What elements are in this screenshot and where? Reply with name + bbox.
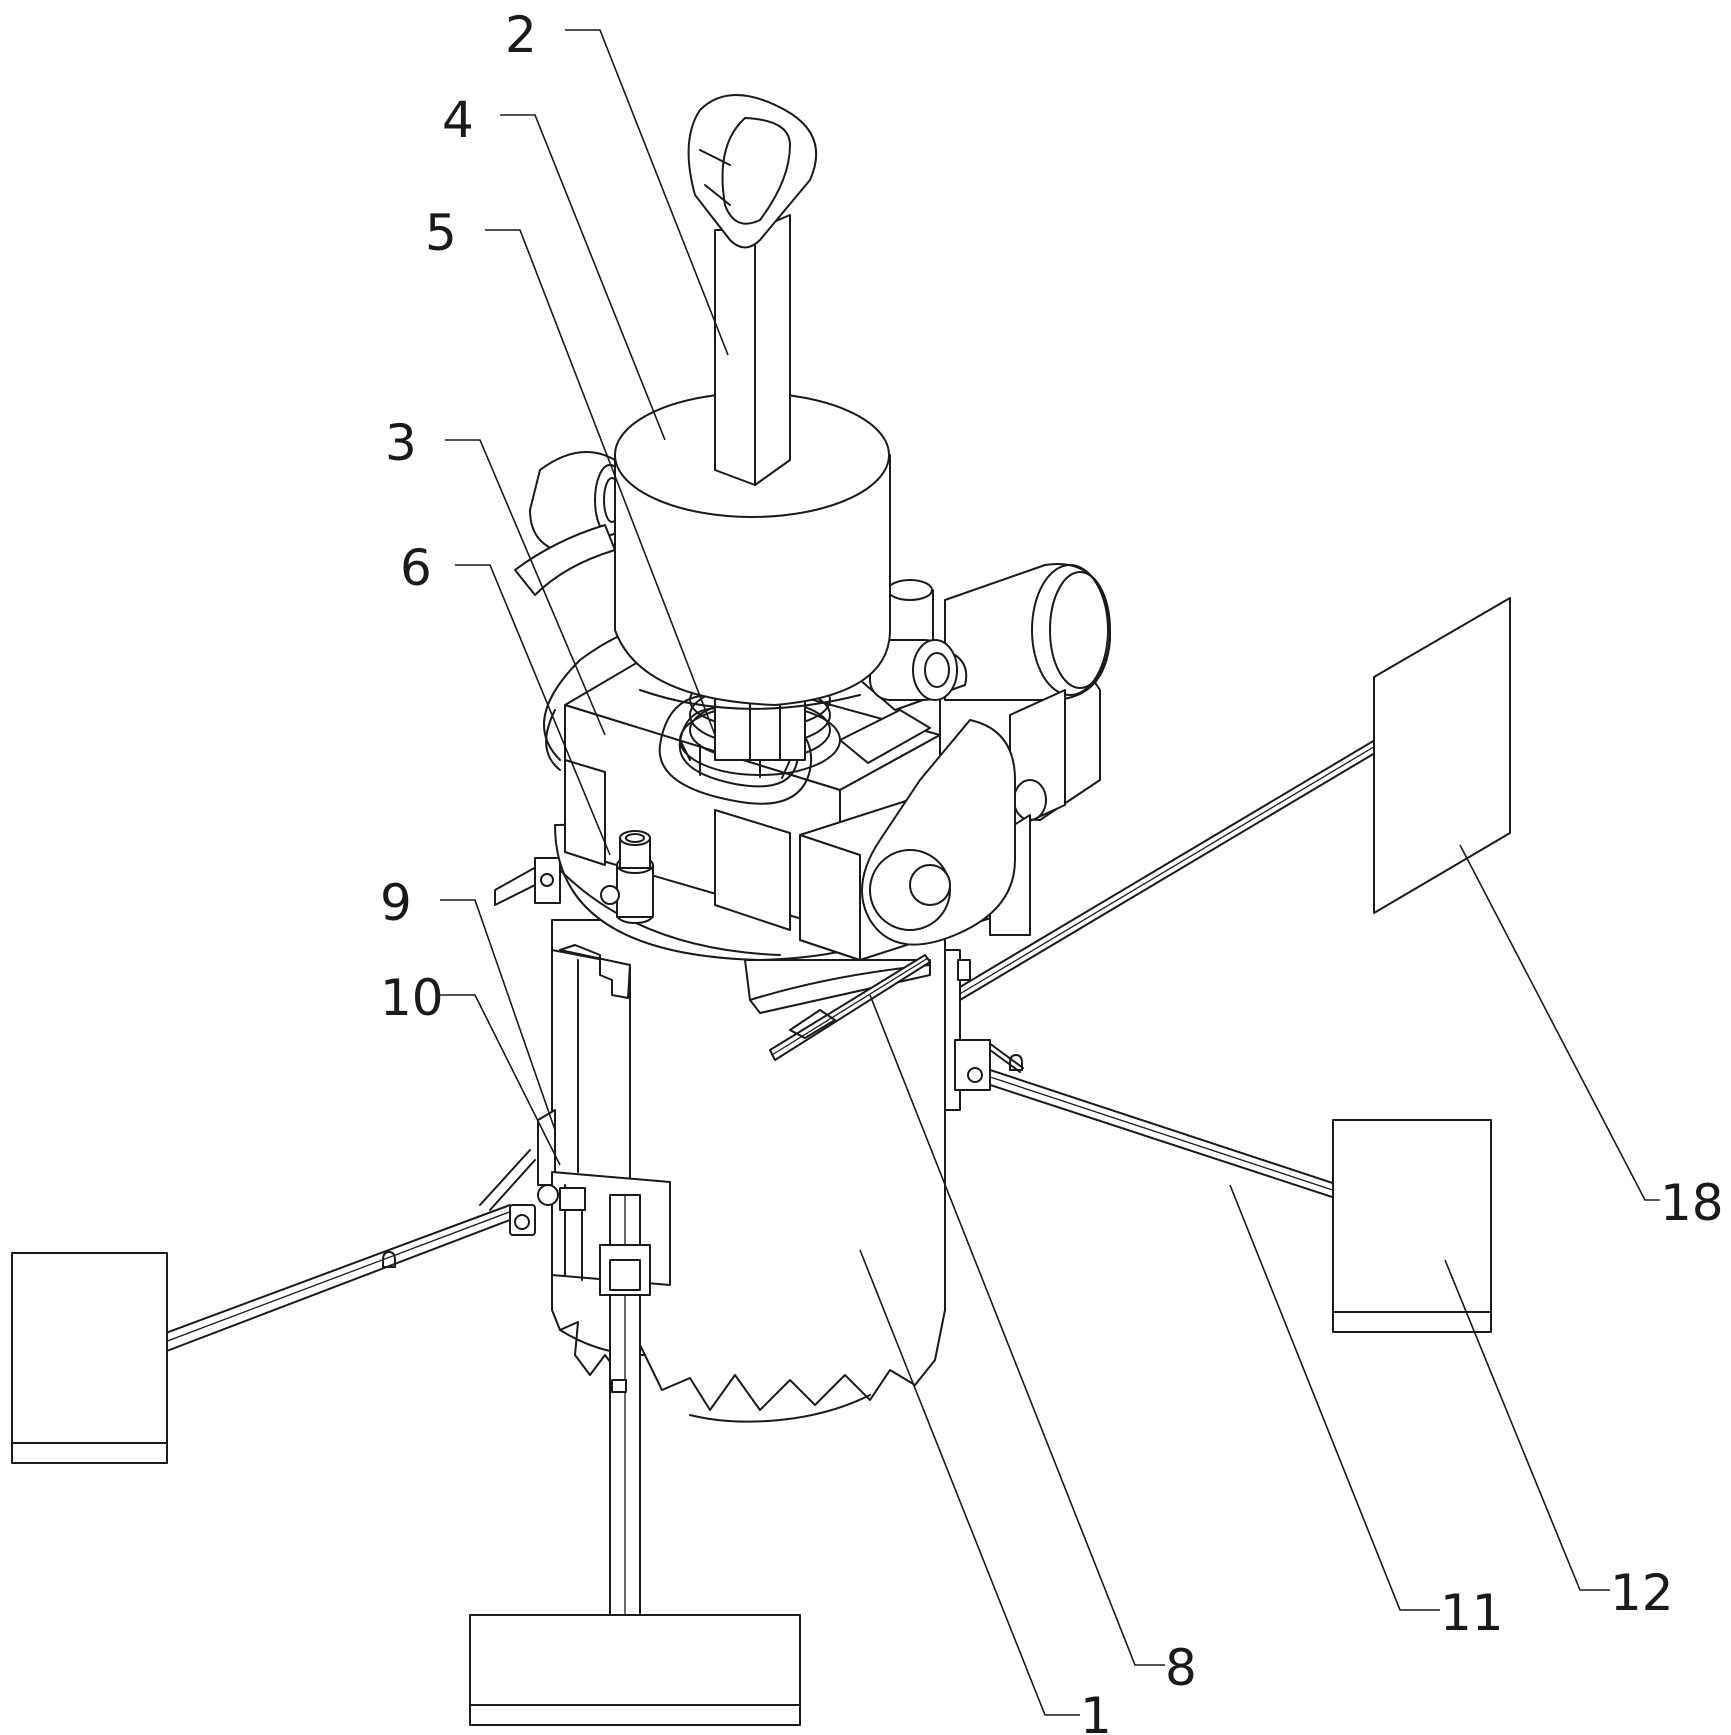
callout-10: 10 xyxy=(380,969,444,1027)
callout-1: 1 xyxy=(1080,1687,1112,1735)
callout-6: 6 xyxy=(400,539,432,597)
callout-9: 9 xyxy=(380,874,412,932)
lower-right-arm-11 xyxy=(975,1040,1378,1212)
left-arm xyxy=(120,1150,535,1365)
callout-5: 5 xyxy=(425,204,457,262)
left-clamp-roller xyxy=(515,452,625,595)
callout-2: 2 xyxy=(505,6,537,64)
callout-18: 18 xyxy=(1660,1174,1724,1232)
left-pad xyxy=(12,1253,167,1463)
lower-right-pad-12 xyxy=(1333,1120,1491,1332)
callout-8: 8 xyxy=(1165,1639,1197,1697)
callout-4: 4 xyxy=(442,91,474,149)
callout-12: 12 xyxy=(1610,1564,1674,1622)
right-pad xyxy=(1374,598,1510,913)
left-small-bracket xyxy=(495,858,560,905)
callout-11: 11 xyxy=(1440,1584,1504,1642)
callout-3: 3 xyxy=(385,414,417,472)
